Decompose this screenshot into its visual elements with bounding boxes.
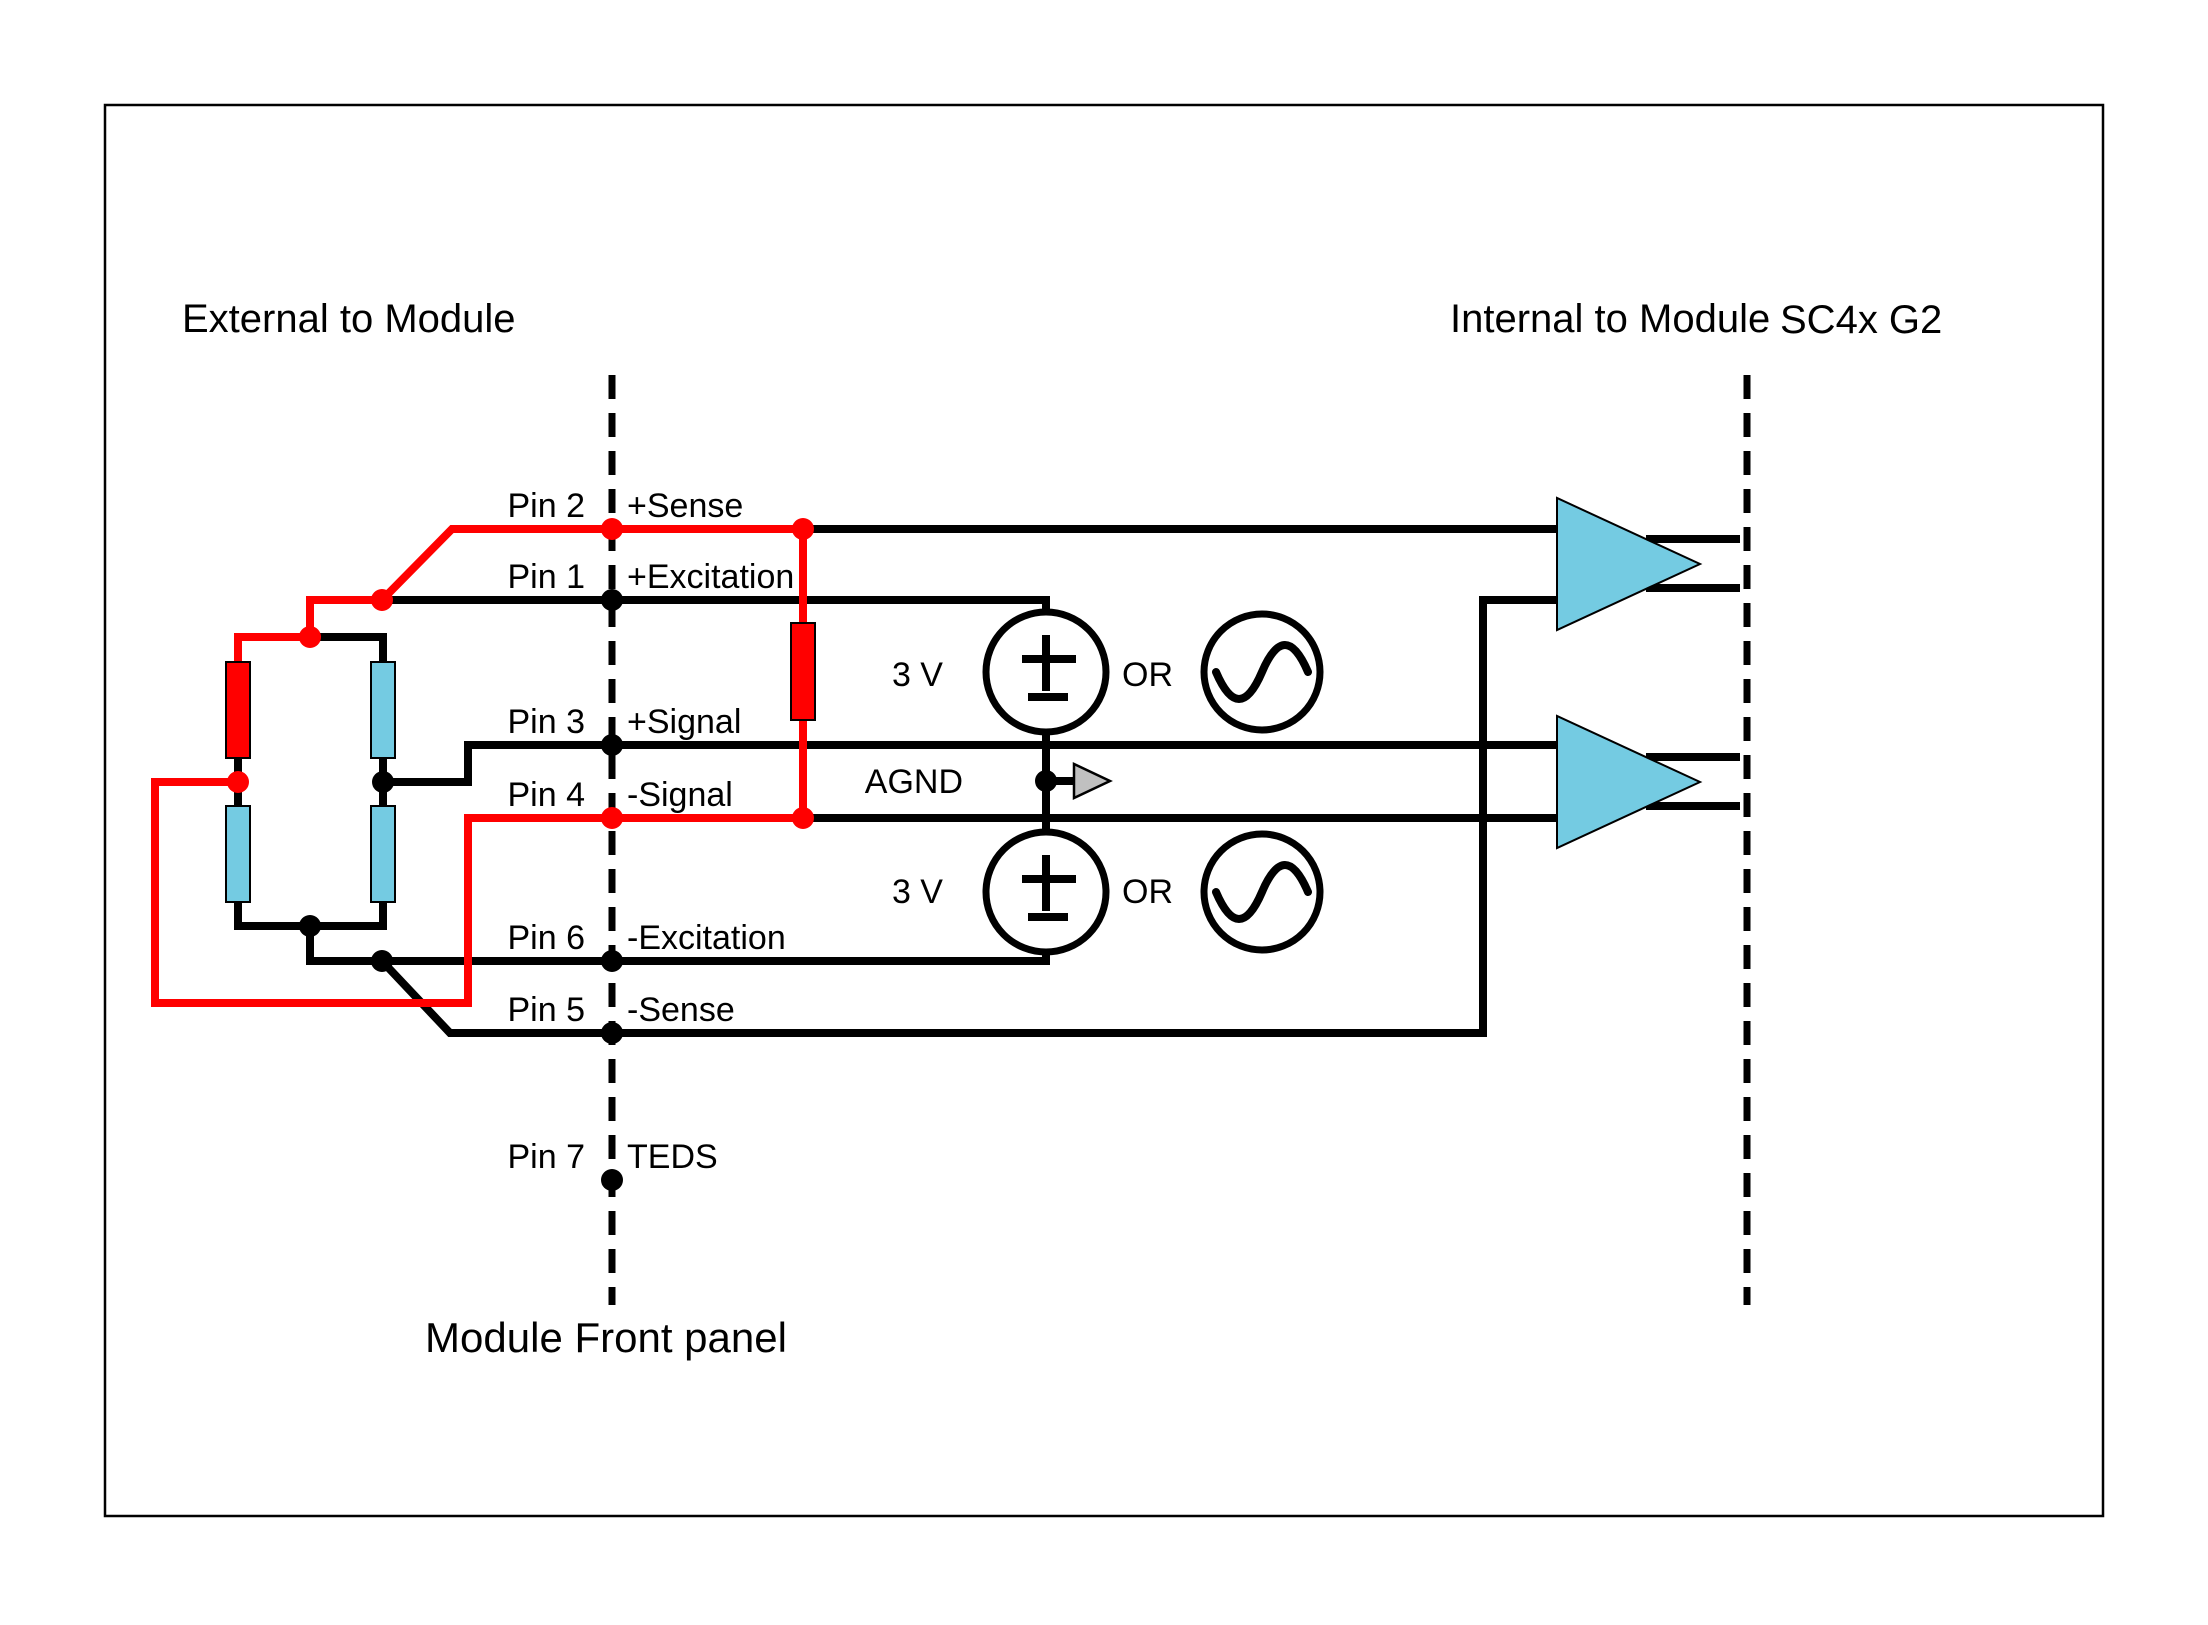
- junction-dot-excitation-sense-tie: [371, 950, 393, 972]
- junction-dot-bridge-left: [227, 771, 249, 793]
- signal-label: +Signal: [627, 703, 741, 741]
- resistor-bridge-icon: [370, 805, 396, 903]
- junction-dot-bridge-bottom: [299, 915, 321, 937]
- resistor-completion-icon: [790, 622, 816, 721]
- junction-dot-pin4: [601, 807, 623, 829]
- dc-source-bottom: [982, 828, 1110, 956]
- junction-dot-sense-excitation: [371, 589, 393, 611]
- signal-label: -Signal: [627, 776, 733, 814]
- pin-labels: Pin 2 Pin 1 Pin 3 Pin 4 Pin 6 Pin 5 Pin …: [508, 487, 586, 1176]
- voltage-label: 3 V: [892, 656, 943, 694]
- wire-plus-signal: [383, 741, 1557, 786]
- wire-minus-excitation: [306, 926, 1050, 965]
- junction-dot-pin7: [601, 1169, 623, 1191]
- junction-dot-agnd: [1035, 770, 1057, 792]
- junction-dot-sense-resistor: [792, 518, 814, 540]
- pin-label: Pin 6: [508, 919, 586, 957]
- pin-label: Pin 4: [508, 776, 586, 814]
- signal-label: +Sense: [627, 487, 743, 525]
- sine-wave-icon: [1212, 641, 1312, 703]
- pin-label: Pin 7: [508, 1138, 586, 1176]
- junction-dot-bridge-top: [299, 626, 321, 648]
- wire-plus-excitation: [382, 596, 1050, 616]
- red-junction-dots: [227, 518, 814, 829]
- junction-dot-signal-resistor: [792, 807, 814, 829]
- resistor-bridge-icon: [225, 805, 251, 903]
- or-label: OR: [1122, 656, 1173, 694]
- device-title: SC4x G2: [1780, 298, 1942, 342]
- junction-dot-pin6: [601, 950, 623, 972]
- junction-dot-bridge-right: [372, 771, 394, 793]
- pin-label: Pin 3: [508, 703, 586, 741]
- diagram-border: [103, 103, 2105, 1518]
- signal-label: -Excitation: [627, 919, 786, 957]
- junction-dot-pin5: [601, 1022, 623, 1044]
- internal-to-module-title: Internal to Module: [1450, 297, 1770, 341]
- wire-minus-signal-red: [151, 778, 803, 1007]
- junction-dot-pin2: [601, 518, 623, 540]
- battery-plates-icon: [1022, 635, 1076, 701]
- junction-dot-pin1: [601, 589, 623, 611]
- resistor-active-gauge-icon: [225, 661, 251, 759]
- signal-label: TEDS: [627, 1138, 718, 1176]
- source-labels: 3 V OR 3 V OR AGND: [865, 656, 1173, 911]
- wire-bridge-top-right: [310, 633, 387, 662]
- battery-plates-icon: [1022, 855, 1076, 921]
- sine-wave-icon: [1212, 861, 1312, 923]
- agnd-label: AGND: [865, 763, 963, 801]
- ac-source-top: [1200, 610, 1324, 734]
- signal-labels: +Sense +Excitation +Signal -Signal -Exci…: [627, 487, 794, 1176]
- amplifier-sense-icon: [1556, 496, 1703, 632]
- wire-plus-sense-red: [234, 525, 803, 662]
- agnd-arrow-icon: [1072, 762, 1113, 800]
- resistor-bridge-icon: [370, 661, 396, 759]
- external-to-module-title: External to Module: [182, 297, 516, 341]
- dc-source-top: [982, 608, 1110, 736]
- signal-label: -Sense: [627, 991, 735, 1029]
- voltage-label: 3 V: [892, 873, 943, 911]
- black-wires: [234, 525, 1740, 1037]
- or-label: OR: [1122, 873, 1173, 911]
- front-panel-title: Module Front panel: [425, 1314, 787, 1361]
- pin-label: Pin 2: [508, 487, 586, 525]
- black-junction-dots: [299, 589, 1057, 1191]
- pin-label: Pin 1: [508, 558, 586, 596]
- signal-label: +Excitation: [627, 558, 794, 596]
- junction-dot-pin3: [601, 734, 623, 756]
- wire-minus-sense: [379, 596, 1557, 1037]
- bridge-resistors: [225, 622, 816, 903]
- ac-source-bottom: [1200, 830, 1324, 954]
- amplifier-signal-icon: [1556, 714, 1703, 850]
- pin-label: Pin 5: [508, 991, 586, 1029]
